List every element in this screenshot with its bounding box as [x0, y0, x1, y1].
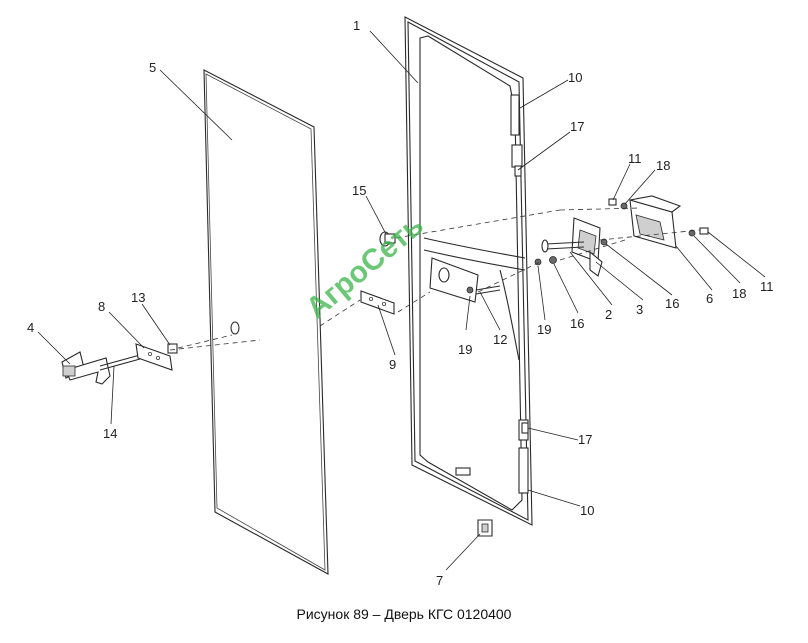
callout-2: 2	[605, 307, 612, 322]
callout-11-right: 11	[760, 279, 774, 294]
callout-14: 14	[103, 426, 117, 441]
callout-labels: 1 5 10 17 15 11 18 4 8 13 14 9 12 19 19 …	[27, 18, 774, 588]
callout-5: 5	[149, 60, 156, 75]
callout-6: 6	[706, 291, 713, 306]
bolt	[379, 231, 396, 247]
callout-15: 15	[352, 183, 366, 198]
assembly-axis-lines	[169, 207, 701, 351]
callout-9: 9	[389, 357, 396, 372]
lock-bracket	[608, 195, 709, 249]
callout-7: 7	[436, 573, 443, 588]
glass-panel	[203, 69, 329, 575]
callout-4: 4	[27, 320, 34, 335]
callout-1: 1	[353, 18, 360, 33]
handle-assembly	[61, 343, 178, 385]
callout-17-bottom: 17	[578, 432, 592, 447]
leader-lines	[37, 30, 766, 571]
callout-10-top: 10	[568, 70, 582, 85]
callout-8: 8	[98, 299, 105, 314]
bottom-clip	[477, 519, 493, 537]
callout-11-top: 11	[628, 151, 642, 166]
callout-18-right: 18	[732, 286, 746, 301]
lock-plate	[360, 290, 395, 315]
callout-17-top: 17	[570, 119, 584, 134]
pin	[475, 285, 501, 295]
callout-19-right: 19	[537, 322, 551, 337]
figure-caption: Рисунок 89 – Дверь КГС 0120400	[296, 606, 512, 622]
lock-mechanism	[466, 217, 608, 294]
callout-18-top: 18	[656, 158, 670, 173]
callout-12: 12	[493, 332, 507, 347]
door-frame	[404, 16, 533, 526]
callout-19-left: 19	[458, 342, 472, 357]
callout-3: 3	[636, 302, 643, 317]
callout-16-left: 16	[570, 316, 584, 331]
callout-10-bottom: 10	[580, 503, 594, 518]
callout-16-right: 16	[665, 296, 679, 311]
callout-13: 13	[131, 290, 145, 305]
